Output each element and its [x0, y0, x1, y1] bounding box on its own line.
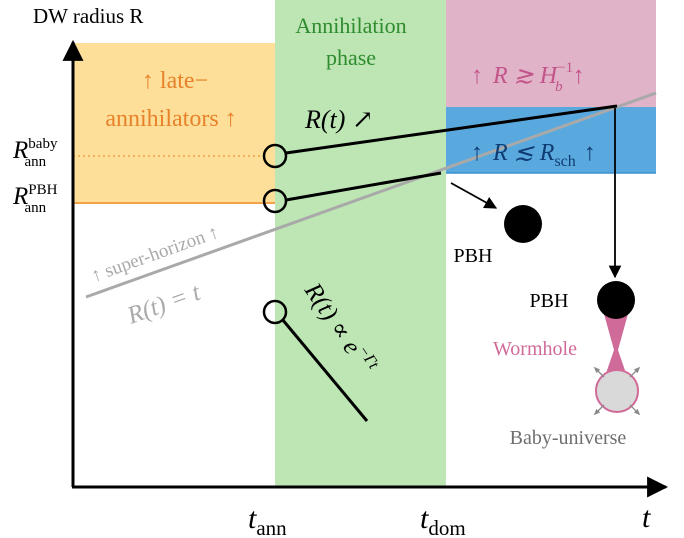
pbh-black-hole	[504, 205, 542, 243]
pbh-growth-line	[285, 171, 442, 202]
late-line1: ↑ late−	[142, 68, 208, 94]
baby-start-marker	[262, 143, 288, 169]
pbh-formation-arrow	[450, 182, 498, 209]
growth-label: R(t) ↗	[304, 105, 374, 134]
annihilation-line2: phase	[326, 45, 376, 70]
expansion-arrows	[593, 366, 641, 416]
y-axis-label: DW radius R	[33, 4, 143, 28]
t-ann-tick-label: tann	[248, 502, 287, 538]
baby-universe-bubble	[595, 369, 639, 413]
decay-start-marker	[262, 299, 288, 325]
wormhole-throat	[601, 303, 631, 388]
horizon-equation: R(t) = t	[123, 279, 205, 330]
pbh-label-1: PBH	[454, 245, 493, 267]
annihilation-phase-region	[275, 0, 446, 487]
decay-line	[280, 318, 369, 422]
pbh-black-hole-2	[597, 281, 635, 319]
baby-universe-label: Baby-universe	[510, 427, 627, 449]
annihilation-line1: Annihilation	[295, 13, 406, 38]
sch-condition: ↑ R ≲ Rsch↑	[471, 140, 596, 170]
schwarzschild-region	[446, 107, 656, 173]
late-line2: annihilators ↑	[105, 106, 236, 132]
late-annihilators-region	[73, 43, 275, 203]
x-axis-label: t	[642, 501, 651, 534]
wormhole-label: Wormhole	[493, 338, 577, 360]
t-dom-tick-label: tdom	[420, 502, 466, 538]
pbh-start-marker	[262, 188, 288, 214]
pbh-label-2: PBH	[530, 290, 569, 312]
hubble-region	[446, 0, 656, 107]
baby-growth-line	[285, 104, 618, 155]
horizon-line	[85, 91, 657, 299]
